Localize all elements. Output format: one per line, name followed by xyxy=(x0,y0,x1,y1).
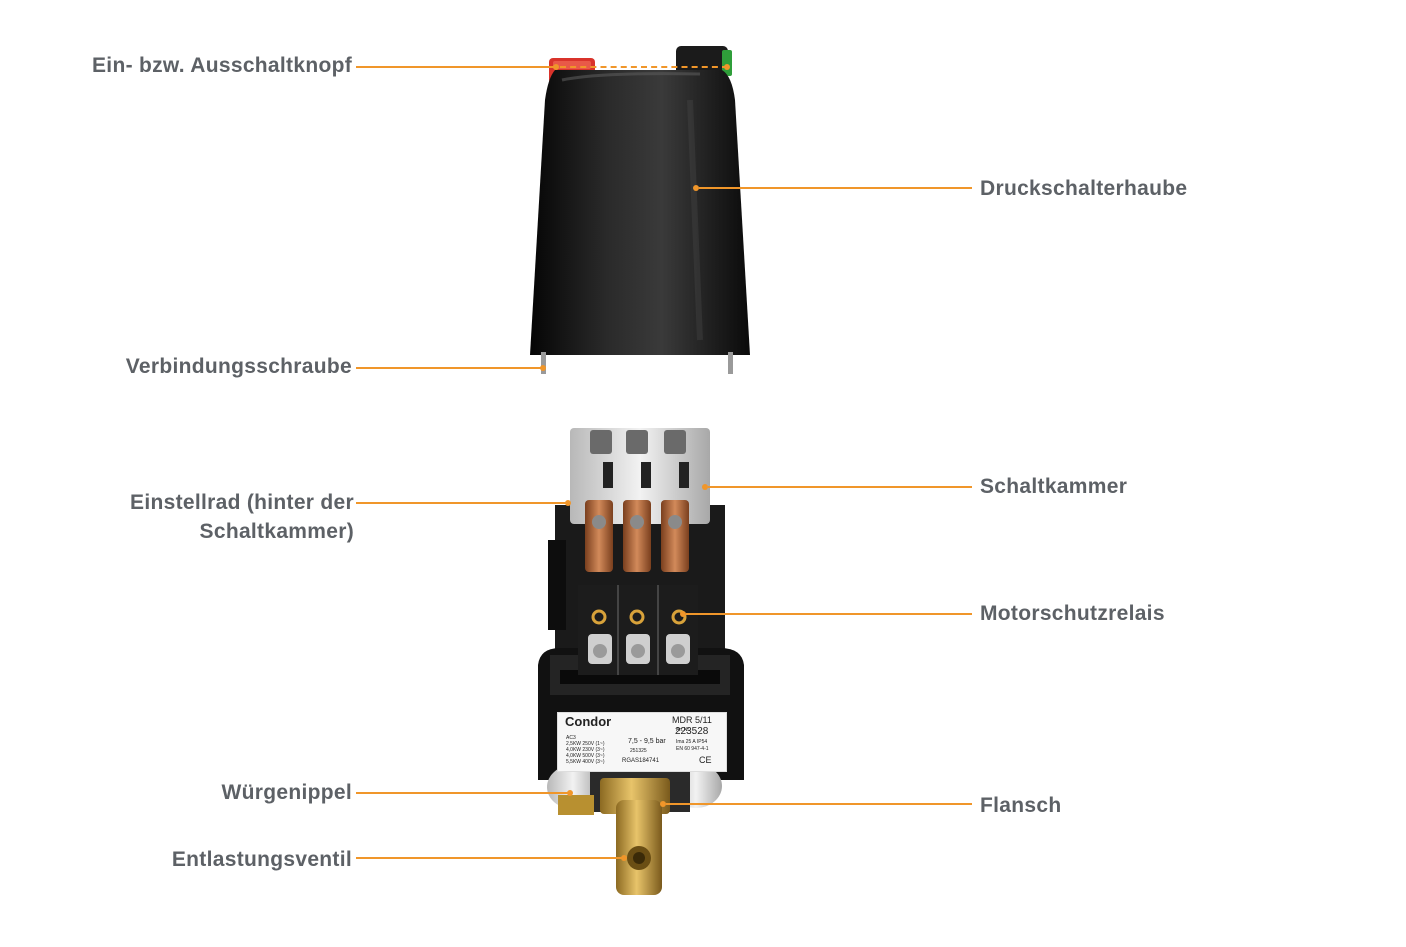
nameplate-model: MDR 5/11 xyxy=(672,715,712,725)
leader-ein-aus xyxy=(356,66,556,68)
leader-dot-ein-aus xyxy=(553,64,559,70)
nameplate-art-label: Art.Nr. xyxy=(676,727,691,733)
cover-body xyxy=(530,70,750,355)
label-entlastung: Entlastungsventil xyxy=(171,848,352,871)
nameplate-rating-2: 4,0KW 230V (3~) xyxy=(566,747,605,753)
black-button xyxy=(676,46,728,76)
leader-dot-schraube xyxy=(540,365,546,371)
leader-dot-schaltkammer xyxy=(702,484,708,490)
nameplate-code-2: RGAS184741 xyxy=(622,758,660,764)
label-wuergenippel: Würgenippel xyxy=(221,781,352,804)
leader-dot-wuergenippel xyxy=(567,790,573,796)
leader-motorschutz xyxy=(686,613,972,615)
nameplate-rating-3: 4,0KW 500V (3~) xyxy=(566,753,605,759)
nameplate: Condor MDR 5/11 Art.Nr. 223528 AC3 2,5KW… xyxy=(557,712,727,772)
nameplate-art-nr: 223528 xyxy=(675,726,709,737)
leader-dot-ein-aus-green xyxy=(724,64,730,70)
nameplate-norm: EN 60 947-4-1 xyxy=(676,746,709,752)
nameplate-brand: Condor xyxy=(565,714,612,729)
leader-dashed-ein-aus xyxy=(560,66,728,68)
leader-entlastung xyxy=(356,857,624,859)
switch-body xyxy=(538,428,744,895)
copper-contacts xyxy=(585,500,689,572)
label-haube: Druckschalterhaube xyxy=(980,177,1188,200)
connecting-screw-right xyxy=(728,352,733,374)
leader-dot-einstellrad xyxy=(565,500,571,506)
label-einstellrad-line1: Einstellrad (hinter der xyxy=(130,491,354,514)
label-schaltkammer: Schaltkammer xyxy=(980,475,1128,498)
nameplate-ie: Ima 25 A IP54 xyxy=(676,739,708,745)
nameplate-rating-1: 2,5KW 250V (1~) xyxy=(566,741,605,747)
connecting-screw-left xyxy=(541,352,546,374)
nameplate-ac: AC3 xyxy=(566,735,576,741)
label-schraube: Verbindungsschraube xyxy=(125,355,352,378)
nameplate-rating-4: 5,5KW 400V (3~) xyxy=(566,759,605,765)
leader-haube xyxy=(699,187,972,189)
leader-wuergenippel xyxy=(356,792,570,794)
nameplate-code-1: 251325 xyxy=(630,748,647,754)
label-flansch: Flansch xyxy=(980,794,1062,817)
nameplate-ce: CE xyxy=(699,755,712,765)
leader-flansch xyxy=(666,803,972,805)
label-motorschutz: Motorschutzrelais xyxy=(980,602,1165,625)
leader-dot-motorschutz xyxy=(680,611,686,617)
leader-schraube xyxy=(356,367,542,369)
leader-schaltkammer xyxy=(708,486,972,488)
label-einstellrad-line2: Schaltkammer) xyxy=(199,520,354,543)
cover-assembly xyxy=(530,46,750,374)
label-ein-aus: Ein- bzw. Ausschaltknopf xyxy=(92,54,352,77)
leader-dot-flansch xyxy=(660,801,666,807)
nameplate-pressure: 7,5 - 9,5 bar xyxy=(628,738,666,745)
leader-dot-haube xyxy=(693,185,699,191)
motor-protection-relay xyxy=(578,585,698,675)
leader-dot-entlastung xyxy=(621,855,627,861)
leader-einstellrad xyxy=(356,502,568,504)
